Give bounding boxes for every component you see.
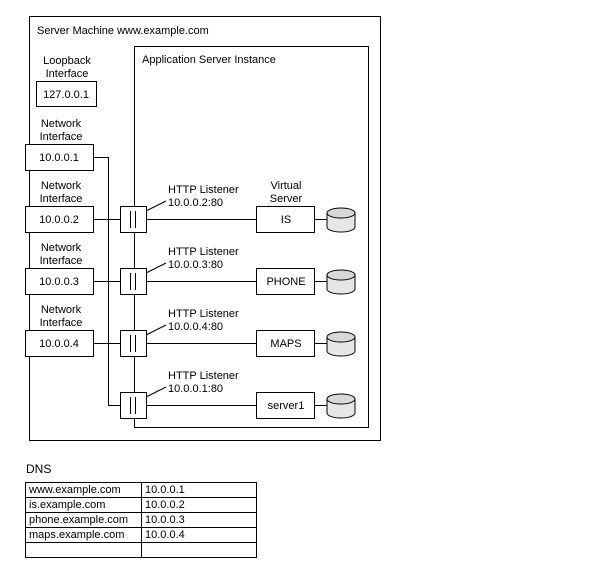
dns-table: www.example.com 10.0.0.1 is.example.com … <box>25 482 257 558</box>
network-interface-box <box>25 330 94 357</box>
listener-port-icon <box>130 211 136 228</box>
network-interface-label-line2: Interface <box>40 193 83 205</box>
database-icon <box>326 331 356 357</box>
listener-callout-line <box>145 262 167 274</box>
listener-title: HTTP Listener <box>168 246 239 258</box>
table-row: is.example.com 10.0.0.2 <box>25 497 257 513</box>
listener-callout-line <box>145 200 167 212</box>
network-interface-box <box>25 268 94 295</box>
virtual-server-name: IS <box>281 214 291 226</box>
listener-title: HTTP Listener <box>168 184 239 196</box>
virtual-server-box <box>256 392 315 419</box>
network-interface-label-line2: Interface <box>40 255 83 267</box>
listener-port-box <box>120 392 147 419</box>
virtual-server-box <box>256 268 315 295</box>
network-interface-label-line2: Interface <box>40 317 83 329</box>
app-server-instance-label: Application Server Instance <box>142 54 276 66</box>
network-interface-address: 10.0.0.1 <box>39 152 79 164</box>
server-machine-label: Server Machine www.example.com <box>37 25 209 37</box>
listener-row-1: HTTP Listener 10.0.0.2:80 IS <box>120 184 356 233</box>
dns-ip: 10.0.0.2 <box>141 497 257 513</box>
virtual-server-name: server1 <box>268 400 305 412</box>
app-server-instance-box <box>134 46 369 428</box>
listener-port-box <box>120 206 147 233</box>
database-icon <box>326 269 356 295</box>
network-interface-address: 10.0.0.3 <box>39 276 79 288</box>
listener-title: HTTP Listener <box>168 308 239 320</box>
listener-callout-line <box>145 324 167 336</box>
network-interface-label-line1: Network <box>41 118 82 130</box>
listener-port-icon <box>130 273 136 290</box>
network-interface-3: Network Interface 10.0.0.3 <box>25 242 94 295</box>
network-interface-label-line1: Network <box>41 180 82 192</box>
loopback-interface-box <box>36 81 97 107</box>
listener-title: HTTP Listener <box>168 370 239 382</box>
listener-port-box <box>120 268 147 295</box>
listener-address: 10.0.0.2:80 <box>168 197 223 209</box>
network-interface-1: Network Interface 10.0.0.1 <box>25 118 94 171</box>
virtual-server-header-line2: Server <box>270 193 303 205</box>
dns-host: is.example.com <box>25 497 142 513</box>
virtual-server-name: MAPS <box>270 338 301 350</box>
listener-row-4: HTTP Listener 10.0.0.1:80 server1 <box>120 370 356 419</box>
loopback-label-line1: Loopback <box>43 55 91 67</box>
dns-ip <box>141 542 257 558</box>
database-icon <box>326 393 356 419</box>
network-interface-label-line1: Network <box>41 304 82 316</box>
dns-host <box>25 542 142 558</box>
network-interface-label-line1: Network <box>41 242 82 254</box>
dns-ip: 10.0.0.3 <box>141 512 257 528</box>
dns-title: DNS <box>26 462 52 476</box>
listener-port-icon <box>130 335 136 352</box>
network-interface-box <box>25 206 94 233</box>
dns-host: phone.example.com <box>25 512 142 528</box>
virtual-server-name: PHONE <box>266 276 305 288</box>
listener-row-2: HTTP Listener 10.0.0.3:80 PHONE <box>120 246 356 295</box>
network-interface-address: 10.0.0.4 <box>39 338 79 350</box>
listener-port-icon <box>130 397 136 414</box>
listener-port-box <box>120 330 147 357</box>
network-interface-4: Network Interface 10.0.0.4 <box>25 304 94 357</box>
network-interface-address: 10.0.0.2 <box>39 214 79 226</box>
loopback-label-line2: Interface <box>46 68 89 80</box>
listener-address: 10.0.0.1:80 <box>168 383 223 395</box>
listener-callout-line <box>145 386 167 398</box>
dns-ip: 10.0.0.4 <box>141 527 257 543</box>
listener-address: 10.0.0.3:80 <box>168 259 223 271</box>
dns-host: maps.example.com <box>25 527 142 543</box>
table-row: maps.example.com 10.0.0.4 <box>25 527 257 543</box>
virtual-server-box <box>256 206 315 233</box>
table-row: www.example.com 10.0.0.1 <box>25 482 257 498</box>
dns-host: www.example.com <box>25 482 142 498</box>
listener-row-3: HTTP Listener 10.0.0.4:80 MAPS <box>120 308 356 357</box>
network-interface-2: Network Interface 10.0.0.2 <box>25 180 94 233</box>
table-row: phone.example.com 10.0.0.3 <box>25 512 257 528</box>
virtual-server-box <box>256 330 315 357</box>
server-architecture-diagram: Server Machine www.example.com Applicati… <box>25 16 381 441</box>
listener-address: 10.0.0.4:80 <box>168 321 223 333</box>
database-icon <box>326 207 356 233</box>
network-interface-box <box>25 144 94 171</box>
network-interface-label-line2: Interface <box>40 131 83 143</box>
virtual-server-header-line1: Virtual <box>271 180 302 192</box>
table-row <box>25 542 257 558</box>
dns-ip: 10.0.0.1 <box>141 482 257 498</box>
loopback-address: 127.0.0.1 <box>43 89 89 101</box>
